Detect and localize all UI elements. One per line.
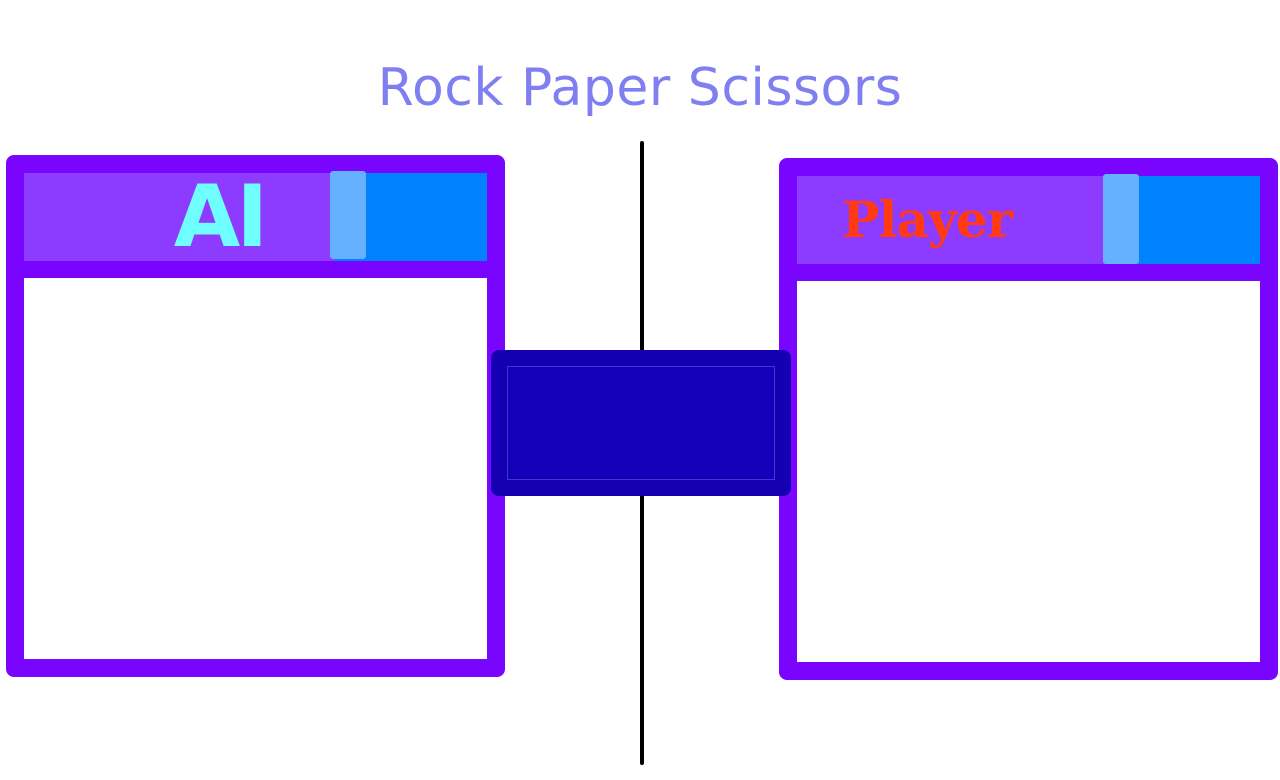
- player-label: Player: [841, 190, 1013, 249]
- ai-choice-area: [24, 278, 487, 659]
- ai-panel: AI: [6, 155, 505, 677]
- player-panel-header: Player: [797, 174, 1260, 281]
- ai-header-handle: [330, 171, 366, 259]
- result-box: [491, 350, 791, 496]
- ai-label: AI: [173, 167, 269, 267]
- player-choice-area[interactable]: [797, 281, 1260, 662]
- ai-panel-header: AI: [24, 167, 487, 278]
- game-title: Rock Paper Scissors: [377, 58, 903, 118]
- player-header-handle: [1103, 174, 1139, 264]
- player-panel: Player: [779, 158, 1278, 680]
- result-display: [507, 366, 775, 480]
